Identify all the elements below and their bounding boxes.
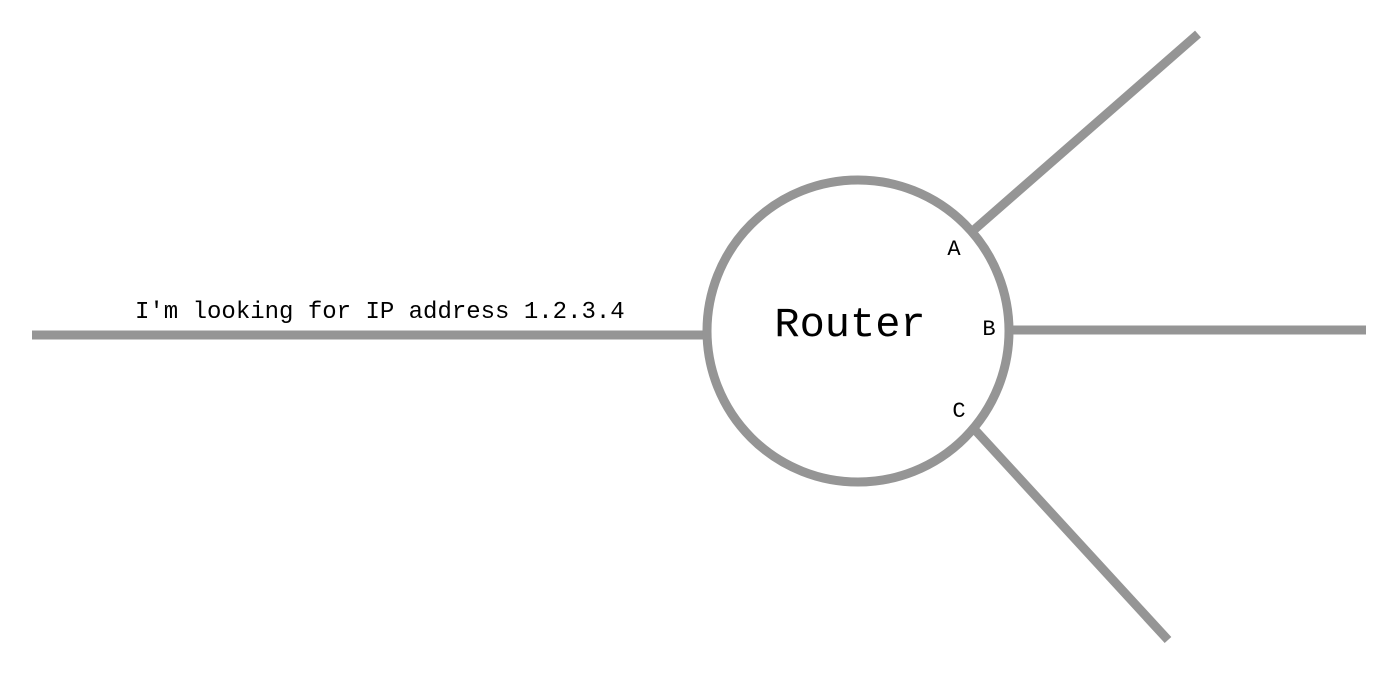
port-a-link <box>972 30 1201 233</box>
router-label: Router <box>774 301 925 349</box>
router-node <box>702 175 1014 487</box>
port-a-label: A <box>947 237 961 262</box>
port-c-label: C <box>952 399 965 424</box>
port-c-link <box>972 427 1172 644</box>
incoming-message-label: I'm looking for IP address 1.2.3.4 <box>135 299 625 326</box>
port-b-label: B <box>982 317 995 342</box>
